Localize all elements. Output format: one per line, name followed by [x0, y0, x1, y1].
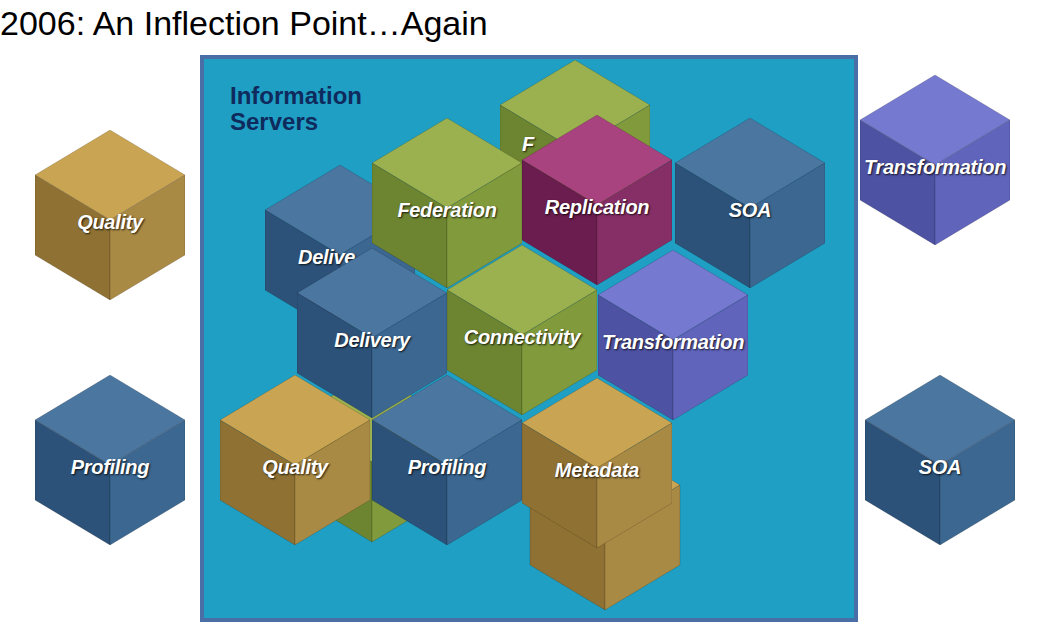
server-group-box: Information ServersF FederationReplicatio… [200, 55, 858, 622]
cube-label: SOA [675, 198, 825, 222]
cube-label: Transformation [598, 330, 748, 354]
cube-label: Replication [522, 195, 672, 219]
cube-label: Profiling [35, 455, 185, 479]
cube-face [940, 420, 1015, 545]
cube-label: Transformation [860, 155, 1010, 179]
cube-face [865, 420, 940, 545]
capability-cube: Quality [220, 375, 370, 545]
capability-cube: Transformation [860, 75, 1010, 245]
cube-face [522, 423, 597, 548]
capability-cube: Profiling [35, 375, 185, 545]
cube-face [935, 120, 1010, 245]
cube-face [35, 420, 110, 545]
cube-label: Quality [35, 210, 185, 234]
capability-cube: Profiling [372, 375, 522, 545]
capability-cube: Metadata [522, 378, 672, 548]
cube-face [295, 420, 370, 545]
group-heading: Information Servers [230, 83, 390, 135]
cube-face [372, 420, 447, 545]
cube-face [597, 423, 672, 548]
cube-face [750, 163, 825, 288]
cube-label: SOA [865, 455, 1015, 479]
cube-face [673, 295, 748, 420]
cube-face [110, 175, 185, 300]
slide-title: 2006: An Inflection Point…Again [0, 4, 488, 43]
cube-face [110, 420, 185, 545]
capability-cube: SOA [675, 118, 825, 288]
cube-label: F [522, 132, 534, 156]
capability-cube: Quality [35, 130, 185, 300]
cube-face [447, 420, 522, 545]
cube-label: Metadata [522, 458, 672, 482]
capability-cube: SOA [865, 375, 1015, 545]
cube-label: Profiling [372, 455, 522, 479]
cube-label: Quality [220, 455, 370, 479]
cube-face [860, 120, 935, 245]
cube-label: Connectivity [447, 325, 597, 349]
cube-label: Delivery [297, 328, 447, 352]
cube-face [220, 420, 295, 545]
cube-label: Federation [372, 198, 522, 222]
cube-face [35, 175, 110, 300]
